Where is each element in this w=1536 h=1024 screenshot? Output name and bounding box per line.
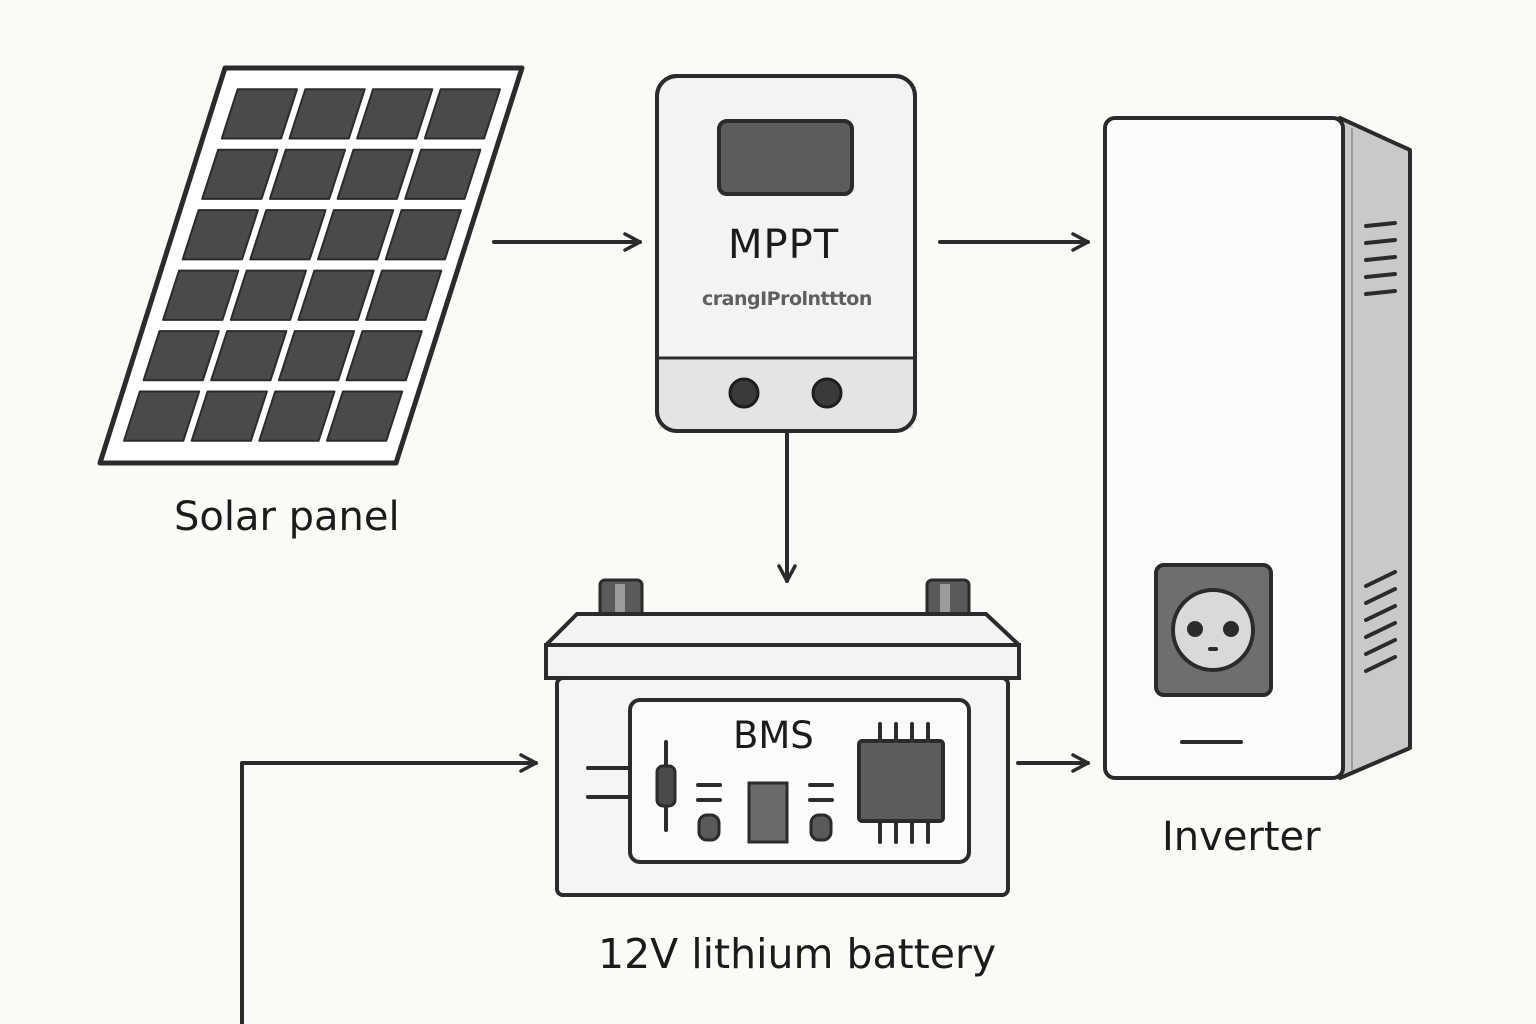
solar-cell [384, 209, 462, 261]
solar-cell [142, 330, 220, 382]
fuse-icon [655, 740, 677, 832]
solar-cell [229, 269, 307, 321]
vent-slot [1364, 221, 1397, 228]
vent-slot [1364, 570, 1397, 588]
solar-panel-label: Solar panel [174, 494, 400, 540]
led-indicator-left [696, 783, 722, 842]
solar-cell [258, 390, 336, 442]
solar-cell [345, 330, 423, 382]
vent-slot [1364, 604, 1397, 622]
solar-cell [297, 269, 375, 321]
solar-cell [210, 330, 288, 382]
ac-outlet-icon [1154, 563, 1273, 697]
solar-panel [97, 65, 525, 466]
vent-slot [1364, 587, 1397, 605]
solar-cells [123, 88, 501, 442]
lithium-battery [544, 578, 1021, 897]
solar-cell [181, 209, 259, 261]
solar-cell [123, 390, 201, 442]
mppt-subtitle: crangIProlnttton [702, 288, 872, 310]
vent-slot [1364, 655, 1397, 673]
vent-slot [1364, 255, 1397, 262]
solar-cell [365, 269, 443, 321]
solar-cell [277, 330, 356, 382]
connections [240, 232, 1090, 1024]
mppt-display-screen [717, 119, 854, 196]
vent-slot [1364, 638, 1397, 656]
solar-cell [268, 148, 347, 200]
solar-cell [326, 390, 404, 442]
vent-slot [1364, 621, 1397, 639]
solar-cell [162, 269, 240, 321]
led-indicator-right [808, 783, 834, 842]
solar-cell [404, 148, 482, 200]
battery-label: 12V lithium battery [598, 930, 997, 978]
inverter-vents-bottom [1364, 570, 1397, 673]
solar-cell [423, 88, 501, 140]
solar-cell [288, 88, 366, 140]
vent-slot [1364, 238, 1397, 245]
vent-slot [1364, 272, 1397, 279]
bms-chip-icon [857, 722, 945, 844]
bms-component-center [747, 781, 789, 844]
mppt-title: MPPT [728, 222, 840, 268]
solar-cell [317, 209, 395, 261]
inverter-unit [1103, 116, 1412, 780]
solar-cell [356, 88, 434, 140]
bms-label: BMS [733, 714, 814, 757]
solar-cell [220, 88, 298, 140]
solar-cell [249, 209, 327, 261]
solar-cell [201, 148, 279, 200]
mppt-knob-left [728, 377, 760, 409]
inverter-label: Inverter [1162, 814, 1321, 860]
solar-cell [336, 148, 414, 200]
mppt-controller [655, 74, 917, 433]
solar-cell [190, 390, 268, 442]
arrow-external-to-battery [240, 753, 538, 1024]
vent-slot [1364, 289, 1397, 296]
mppt-knob-right [811, 377, 843, 409]
inverter-vents-top [1364, 221, 1397, 296]
